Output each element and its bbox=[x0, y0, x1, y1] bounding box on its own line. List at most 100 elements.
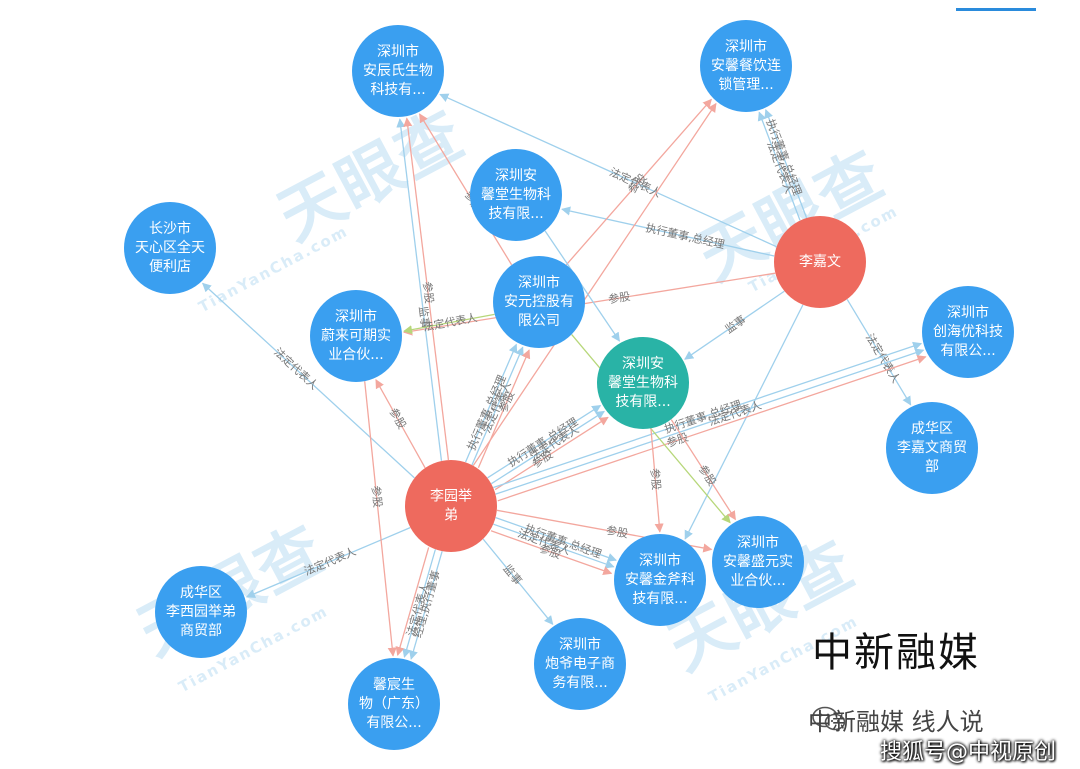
relation-edge bbox=[409, 551, 443, 660]
relation-edge bbox=[684, 304, 804, 540]
node-label: 技有限... bbox=[615, 394, 670, 410]
node-circle[interactable] bbox=[352, 25, 444, 117]
relation-edge bbox=[395, 547, 430, 656]
node-label: 深圳安 bbox=[622, 356, 664, 372]
edge-label: 执行董事,总经理 bbox=[644, 220, 726, 251]
relation-edge bbox=[670, 419, 736, 521]
graph-node-lijiawen[interactable]: 李嘉文 bbox=[774, 216, 866, 308]
nodes-layer: 深圳市安辰氏生物科技有...深圳市安馨餐饮连锁管理...深圳安馨堂生物科技有限.… bbox=[124, 20, 1014, 750]
node-circle[interactable] bbox=[712, 516, 804, 608]
node-label: 李嘉文商贸 bbox=[897, 440, 967, 456]
node-label: 业合伙... bbox=[328, 347, 383, 363]
relation-edge bbox=[375, 379, 426, 469]
edge-label: 监事 bbox=[500, 562, 524, 587]
relation-edge bbox=[493, 523, 615, 569]
relation-edge bbox=[477, 349, 531, 468]
graph-node-paoye[interactable]: 深圳市炮爷电子商务有限... bbox=[534, 618, 626, 710]
node-label: 安馨盛元实 bbox=[723, 554, 793, 570]
node-label: 深圳市 bbox=[559, 636, 601, 653]
relation-edge bbox=[472, 102, 717, 466]
edge-label: 监事 bbox=[723, 313, 748, 336]
footer-source: 搜狐号@中视原创 bbox=[880, 740, 1057, 765]
node-label: 物（广东） bbox=[359, 696, 429, 712]
node-label: 科技有... bbox=[370, 82, 425, 98]
node-circle[interactable] bbox=[405, 460, 497, 552]
node-circle[interactable] bbox=[534, 618, 626, 710]
node-circle[interactable] bbox=[155, 566, 247, 658]
node-circle[interactable] bbox=[922, 286, 1014, 378]
relation-edge bbox=[491, 410, 605, 485]
node-label: 馨堂生物科 bbox=[608, 375, 678, 391]
node-label: 深圳市 bbox=[335, 308, 377, 325]
relation-edge bbox=[403, 272, 776, 336]
node-label: 务有限... bbox=[552, 675, 607, 691]
node-circle[interactable] bbox=[470, 149, 562, 241]
node-label: 有限公... bbox=[366, 715, 421, 731]
relation-edge bbox=[402, 549, 437, 658]
node-label: 深圳市 bbox=[947, 304, 989, 321]
node-circle[interactable] bbox=[124, 202, 216, 294]
node-label: 蔚来可期实 bbox=[321, 328, 391, 344]
node-label: 天心区全天 bbox=[135, 239, 205, 256]
active-tab-indicator bbox=[956, 8, 1036, 11]
edge-label: 参股 bbox=[605, 523, 629, 541]
node-label: 限公司 bbox=[518, 313, 560, 329]
edge-label: 法定代表人 bbox=[863, 331, 903, 385]
node-label: 弟 bbox=[444, 508, 458, 524]
relation-edge bbox=[403, 117, 450, 461]
node-label: 成华区 bbox=[180, 585, 222, 601]
node-label: 炮爷电子商 bbox=[545, 656, 615, 672]
relation-edge bbox=[764, 108, 808, 219]
graph-node-jinqi[interactable]: 深圳市安馨金斧科技有限... bbox=[614, 534, 706, 626]
edge-label: 法定代表人 bbox=[302, 544, 358, 578]
graph-node-chuanghai[interactable]: 深圳市创海优科技有限公... bbox=[922, 286, 1014, 378]
node-label: 技有限... bbox=[488, 206, 543, 222]
relation-edge bbox=[487, 404, 602, 479]
relation-edge bbox=[482, 538, 554, 625]
node-circle[interactable] bbox=[700, 20, 792, 112]
node-circle[interactable] bbox=[774, 216, 866, 308]
graph-node-anchen[interactable]: 深圳市安辰氏生物科技有... bbox=[352, 25, 444, 117]
graph-node-canyin[interactable]: 深圳市安馨餐饮连锁管理... bbox=[700, 20, 792, 112]
node-circle[interactable] bbox=[614, 534, 706, 626]
edge-label: 参股 bbox=[696, 462, 720, 488]
node-label: 技有限... bbox=[632, 591, 687, 607]
node-label: 长沙市 bbox=[149, 220, 191, 237]
relation-edge bbox=[364, 381, 397, 657]
node-label: 安馨餐饮连 bbox=[711, 58, 781, 74]
node-label: 馨堂生物科 bbox=[481, 187, 551, 203]
node-circle[interactable] bbox=[493, 256, 585, 348]
edge-label: 参股 bbox=[387, 405, 410, 431]
node-label: 业合伙... bbox=[730, 573, 785, 589]
node-circle[interactable] bbox=[597, 337, 689, 429]
relation-edge bbox=[494, 416, 609, 491]
graph-node-xinchen[interactable]: 馨宸生物（广东）有限公... bbox=[348, 658, 440, 750]
node-label: 李园举 bbox=[430, 489, 472, 505]
graph-node-weilai[interactable]: 深圳市蔚来可期实业合伙... bbox=[310, 290, 402, 382]
node-circle[interactable] bbox=[310, 290, 402, 382]
node-label: 锁管理... bbox=[718, 77, 773, 93]
relation-edge bbox=[403, 313, 495, 335]
graph-node-anxintang1[interactable]: 深圳安馨堂生物科技有限... bbox=[470, 149, 562, 241]
node-circle[interactable] bbox=[886, 402, 978, 494]
node-label: 深圳市 bbox=[639, 552, 681, 569]
relation-edge bbox=[495, 348, 925, 495]
node-label: 李西园举弟 bbox=[166, 604, 236, 620]
edge-label: 监事 bbox=[416, 306, 432, 329]
relation-edge bbox=[684, 290, 785, 360]
graph-node-anxintang2[interactable]: 深圳安馨堂生物科技有限... bbox=[597, 337, 689, 429]
node-label: 商贸部 bbox=[180, 623, 222, 639]
relation-edge bbox=[565, 98, 712, 266]
graph-node-shengyuan[interactable]: 深圳市安馨盛元实业合伙... bbox=[712, 516, 804, 608]
node-circle[interactable] bbox=[348, 658, 440, 750]
edge-label: 参股 bbox=[369, 485, 385, 508]
node-label: 安元控股有 bbox=[504, 294, 574, 310]
node-label: 深圳市 bbox=[737, 534, 779, 551]
edge-label: 参股 bbox=[648, 468, 664, 491]
